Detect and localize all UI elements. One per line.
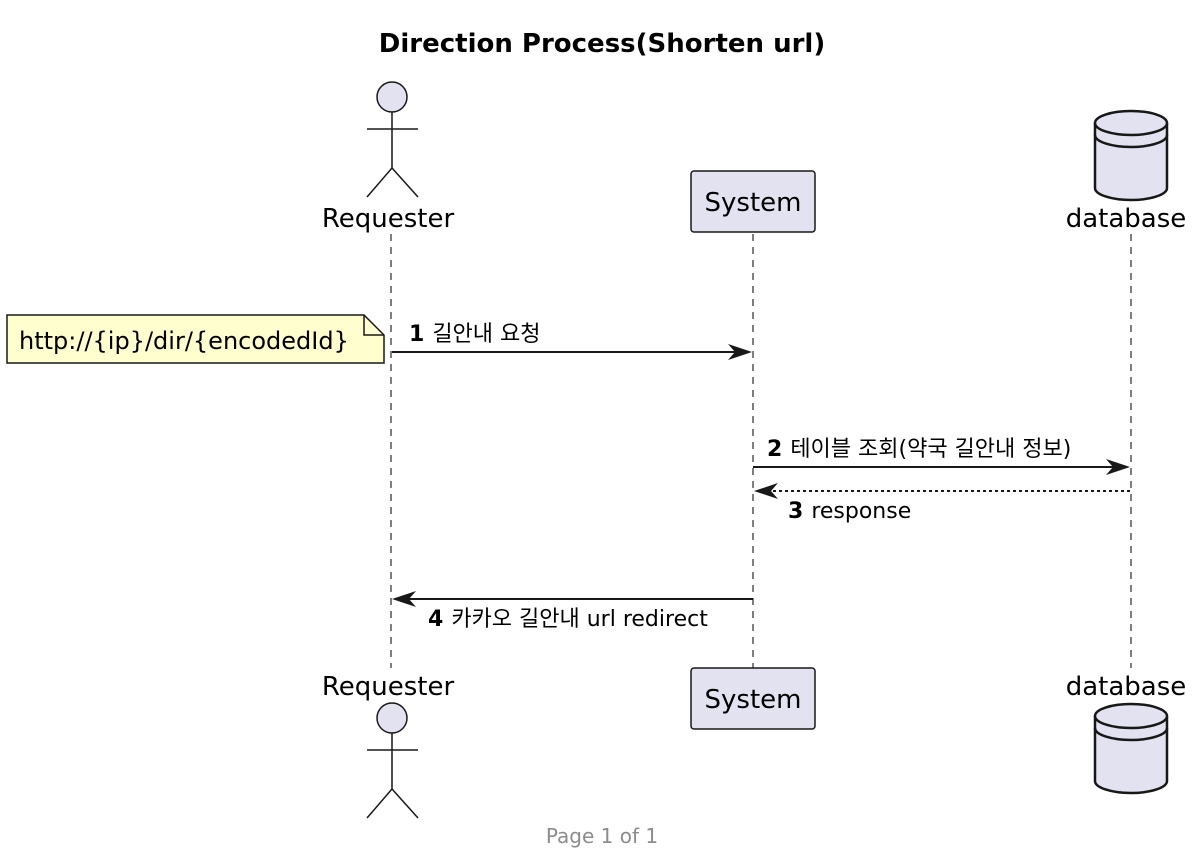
participant-label-requester-top: Requester — [322, 204, 455, 234]
message-text: 길안내 요청 — [432, 322, 540, 347]
actor-head-icon — [376, 702, 408, 734]
message-text: response — [811, 499, 911, 524]
page-footer: Page 1 of 1 — [546, 824, 658, 848]
participant-label-system-bottom: System — [705, 685, 802, 715]
actor-requester-top: Requester — [322, 81, 455, 234]
actor-requester-bottom: Requester — [322, 672, 455, 819]
message-text: 테이블 조회(약국 길안내 정보) — [790, 437, 1071, 462]
database-icon — [1093, 123, 1169, 202]
arrow-head-icon — [728, 344, 752, 360]
message-3: 3 response — [754, 483, 1130, 524]
arrow-head-icon — [1106, 459, 1130, 475]
participant-label-system-top: System — [705, 188, 802, 218]
participant-label-database-top: database — [1066, 204, 1187, 234]
message-number: 1 — [409, 322, 424, 347]
diagram-title: Direction Process(Shorten url) — [379, 29, 825, 59]
participant-system-top: System — [690, 170, 816, 233]
note: http://{ip}/dir/{encodedId} — [6, 314, 385, 364]
participant-system-bottom: System — [690, 667, 816, 730]
arrow-head-icon — [392, 591, 416, 607]
message-4: 4 카카오 길안내 url redirect — [392, 591, 753, 632]
message-number: 4 — [428, 607, 443, 632]
participant-label-database-bottom: database — [1066, 672, 1187, 702]
note-text: http://{ip}/dir/{encodedId} — [19, 327, 349, 355]
message-1: 1 길안내 요청 — [392, 322, 752, 360]
participant-label-requester-bottom: Requester — [322, 672, 455, 702]
message-number: 2 — [767, 437, 782, 462]
database-bottom: database — [1066, 672, 1187, 795]
message-number: 3 — [788, 499, 803, 524]
arrow-head-icon — [754, 483, 778, 499]
database-icon — [1093, 716, 1169, 795]
database-top: database — [1066, 109, 1187, 234]
actor-head-icon — [376, 81, 408, 113]
message-text: 카카오 길안내 url redirect — [451, 607, 708, 632]
message-2: 2 테이블 조회(약국 길안내 정보) — [753, 437, 1130, 475]
